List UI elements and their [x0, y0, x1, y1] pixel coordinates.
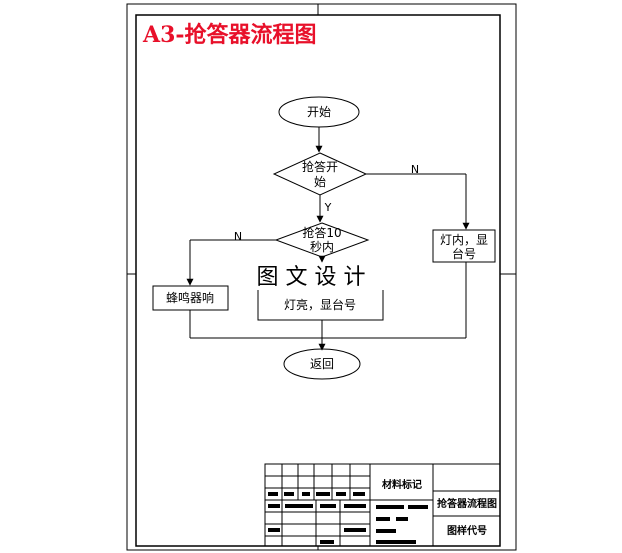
right-box-label-line1: 灯内，显	[440, 233, 488, 247]
end-terminator	[283, 348, 361, 380]
title-block-marks	[268, 492, 428, 544]
start-label: 开始	[307, 105, 331, 119]
drawing-name-label: 抢答器流程图	[437, 497, 497, 510]
light-box-label: 灯亮，显台号	[284, 297, 356, 312]
material-mark-label: 材料标记	[382, 478, 422, 491]
watermark: 图 文 设 计	[257, 265, 366, 290]
buzzer-label: 蜂鸣器响	[166, 290, 214, 305]
lamp-inner-box	[432, 229, 496, 263]
decision2-label-line1: 抢答10	[302, 225, 341, 240]
end-label: 返回	[310, 357, 334, 371]
right-box-label-line2: 台号	[452, 246, 476, 261]
flowchart	[152, 96, 496, 380]
light-on-box	[257, 290, 384, 321]
no-label-right: N	[411, 163, 419, 176]
decision2-label-line2: 秒内	[310, 240, 334, 254]
yes-label: Y	[324, 201, 332, 214]
decision1-label-line2: 始	[314, 175, 326, 189]
drawing-code-label: 图样代号	[447, 524, 487, 537]
no-label-left: N	[234, 230, 242, 243]
decision1-label-line1: 抢答开	[302, 159, 338, 174]
drawing-title: A3-抢答器流程图	[142, 22, 317, 48]
title-block	[264, 463, 501, 547]
